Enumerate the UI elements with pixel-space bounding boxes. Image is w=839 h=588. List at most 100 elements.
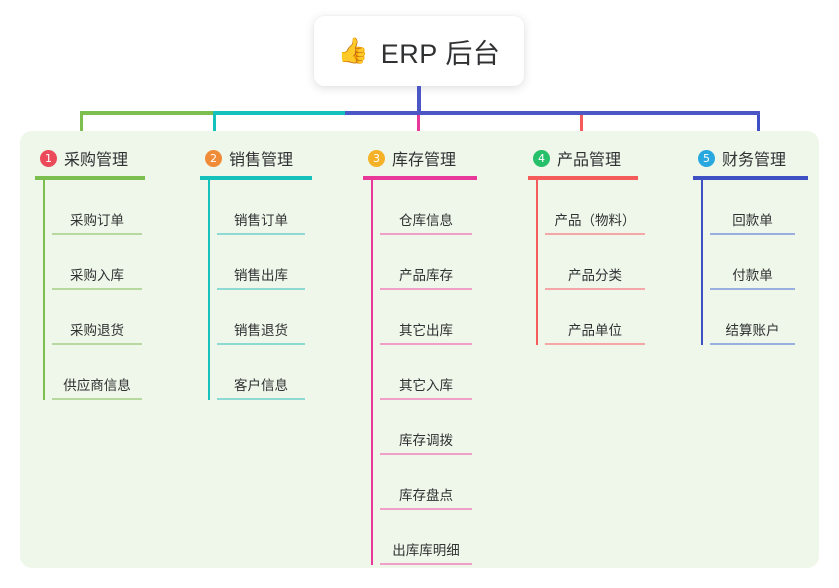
drop-product	[580, 115, 583, 141]
leaf-label: 采购退货	[70, 323, 124, 338]
leaf-label: 销售退货	[234, 323, 288, 338]
column-underline-5	[693, 176, 808, 180]
leaf-spine-5	[701, 180, 703, 345]
leaf-label: 客户信息	[234, 378, 288, 393]
leaf-item[interactable]: 产品库存	[380, 235, 472, 290]
drop-finance	[757, 115, 760, 141]
rail-segment-purchase	[80, 111, 213, 115]
leaf-underline	[710, 343, 795, 345]
leaf-list-3: 仓库信息产品库存其它出库其它入库库存调拨库存盘点出库库明细	[363, 180, 477, 565]
leaf-label: 其它入库	[399, 378, 453, 393]
leaf-underline	[710, 233, 795, 235]
leaf-item[interactable]: 产品单位	[545, 290, 645, 345]
leaf-item[interactable]: 出库库明细	[380, 510, 472, 565]
leaf-item[interactable]: 采购退货	[52, 290, 142, 345]
column-title-1: 采购管理	[64, 152, 129, 169]
leaf-underline	[380, 563, 472, 565]
drop-sales	[213, 115, 216, 141]
column-badge-5: 5	[698, 149, 715, 167]
column-title-2: 销售管理	[229, 152, 294, 169]
leaf-underline	[52, 398, 142, 400]
column-3: 3 库存管理仓库信息产品库存其它出库其它入库库存调拨库存盘点出库库明细	[363, 144, 477, 565]
leaf-underline	[545, 288, 645, 290]
leaf-label: 出库库明细	[392, 543, 460, 558]
leaf-label: 付款单	[732, 268, 773, 283]
leaf-label: 产品分类	[568, 268, 622, 283]
rail-segment-center	[345, 111, 760, 115]
leaf-underline	[380, 343, 472, 345]
column-badge-1: 1	[40, 149, 57, 167]
leaf-spine-1	[43, 180, 45, 400]
leaf-item[interactable]: 采购入库	[52, 235, 142, 290]
root-node-card[interactable]: 👍 ERP 后台	[314, 16, 524, 86]
leaf-item[interactable]: 库存调拨	[380, 400, 472, 455]
thumbs-up-icon: 👍	[337, 36, 369, 65]
leaf-item[interactable]: 仓库信息	[380, 180, 472, 235]
leaf-underline	[52, 288, 142, 290]
leaf-item[interactable]: 产品（物料）	[545, 180, 645, 235]
drop-inventory	[417, 115, 420, 141]
rail-segment-sales	[213, 111, 345, 115]
leaf-label: 库存调拨	[399, 433, 453, 448]
leaf-underline	[545, 343, 645, 345]
column-underline-1	[35, 176, 145, 180]
leaf-item[interactable]: 付款单	[710, 235, 795, 290]
column-header-5[interactable]: 5 财务管理	[693, 144, 808, 172]
leaf-item[interactable]: 其它入库	[380, 345, 472, 400]
leaf-underline	[380, 508, 472, 510]
root-title: ERP 后台	[380, 38, 501, 69]
column-badge-3: 3	[368, 149, 385, 167]
leaf-underline	[217, 288, 305, 290]
mindmap-panel: 1 采购管理采购订单采购入库采购退货供应商信息 2 销售管理销售订单销售出库销售退货客…	[20, 131, 819, 568]
leaf-label: 销售出库	[234, 268, 288, 283]
column-header-3[interactable]: 3 库存管理	[363, 144, 477, 172]
leaf-label: 采购订单	[70, 213, 124, 228]
leaf-item[interactable]: 回款单	[710, 180, 795, 235]
leaf-label: 其它出库	[399, 323, 453, 338]
leaf-item[interactable]: 销售出库	[217, 235, 305, 290]
leaf-item[interactable]: 客户信息	[217, 345, 305, 400]
leaf-underline	[217, 343, 305, 345]
leaf-item[interactable]: 销售退货	[217, 290, 305, 345]
column-title-3: 库存管理	[392, 152, 457, 169]
leaf-label: 产品库存	[399, 268, 453, 283]
leaf-item[interactable]: 结算账户	[710, 290, 795, 345]
leaf-list-4: 产品（物料） 产品分类产品单位	[528, 180, 645, 345]
column-header-1[interactable]: 1 采购管理	[35, 144, 145, 172]
column-underline-2	[200, 176, 312, 180]
leaf-item[interactable]: 供应商信息	[52, 345, 142, 400]
leaf-underline	[545, 233, 645, 235]
leaf-underline	[217, 233, 305, 235]
leaf-item[interactable]: 其它出库	[380, 290, 472, 345]
column-title-5: 财务管理	[722, 152, 787, 169]
column-5: 5 财务管理回款单付款单结算账户	[693, 144, 808, 345]
leaf-label: 采购入库	[70, 268, 124, 283]
leaf-underline	[380, 398, 472, 400]
leaf-label: 仓库信息	[399, 213, 453, 228]
leaf-item[interactable]: 库存盘点	[380, 455, 472, 510]
leaf-label: 回款单	[732, 213, 773, 228]
column-title-4: 产品管理	[557, 152, 622, 169]
leaf-spine-3	[371, 180, 373, 565]
leaf-label: 结算账户	[725, 323, 780, 338]
leaf-underline	[380, 233, 472, 235]
leaf-item[interactable]: 销售订单	[217, 180, 305, 235]
leaf-item[interactable]: 采购订单	[52, 180, 142, 235]
leaf-label: 供应商信息	[63, 378, 131, 393]
column-underline-4	[528, 176, 638, 180]
leaf-spine-4	[536, 180, 538, 345]
leaf-label: 销售订单	[234, 213, 288, 228]
leaf-underline	[217, 398, 305, 400]
column-badge-2: 2	[205, 149, 222, 167]
leaf-spine-2	[208, 180, 210, 400]
leaf-label: 产品单位	[568, 323, 622, 338]
column-header-2[interactable]: 2 销售管理	[200, 144, 312, 172]
leaf-label: 库存盘点	[399, 488, 453, 503]
column-1: 1 采购管理采购订单采购入库采购退货供应商信息	[35, 144, 145, 400]
leaf-underline	[380, 453, 472, 455]
leaf-underline	[52, 233, 142, 235]
leaf-item[interactable]: 产品分类	[545, 235, 645, 290]
leaf-list-5: 回款单付款单结算账户	[693, 180, 808, 345]
